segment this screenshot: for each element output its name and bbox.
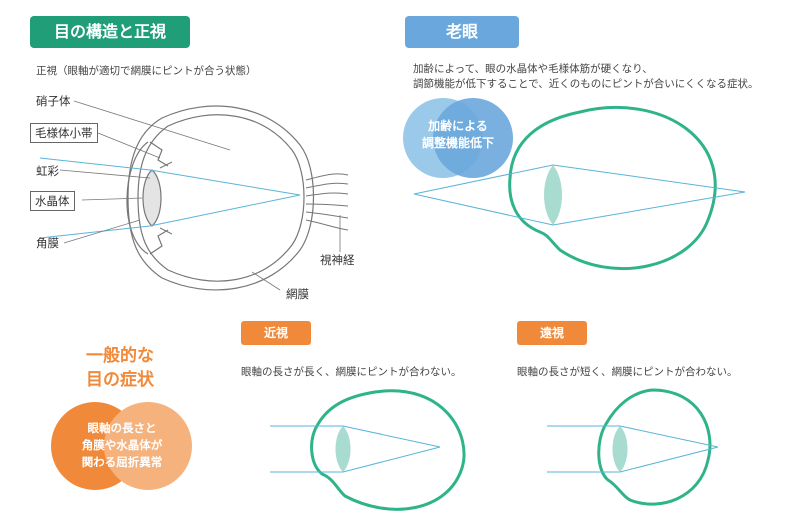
normal-vision-title: 目の構造と正視 — [30, 16, 190, 48]
myopia-title: 近視 — [241, 321, 311, 345]
presbyopia-eye-outline — [508, 106, 717, 271]
hyperopia-lens — [612, 426, 628, 472]
myopia-light-rays — [270, 425, 441, 473]
presbyopia-description-line1: 加齢によって、眼の水晶体や毛様体筋が硬くなり、 — [413, 63, 653, 75]
label-lens: 水晶体 — [30, 191, 75, 211]
myopia-eye-outline — [310, 389, 466, 511]
zonule-shape — [159, 161, 173, 235]
presbyopia-description-line2: 調節機能が低下することで、近くのものにピントが合いにくくなる症状。 — [413, 78, 759, 90]
presbyopia-bubble-line2: 調整機能低下 — [421, 136, 494, 150]
presbyopia-title: 老眼 — [405, 16, 519, 48]
label-ciliary-zonule: 毛様体小帯 — [30, 123, 98, 143]
common-bubble-right — [104, 402, 192, 490]
common-bubble-line3: 関わる屈折異常 — [81, 455, 163, 469]
label-retina: 網膜 — [286, 287, 309, 301]
common-bubble-line2: 角膜や水晶体が — [81, 438, 163, 452]
label-iris: 虹彩 — [36, 164, 59, 178]
hyperopia-title: 遠視 — [517, 321, 587, 345]
presbyopia-bubble-right — [433, 98, 513, 178]
hyperopia-light-rays — [547, 425, 719, 473]
common-heading-line1: 一般的な — [86, 346, 154, 366]
optic-nerve-shape — [305, 173, 349, 231]
hyperopia-eye-outline — [597, 388, 712, 506]
common-symptoms-heading: 一般的な 目の症状 — [60, 344, 180, 392]
label-optic-nerve: 視神経 — [320, 253, 355, 267]
presbyopia-light-rays — [413, 164, 746, 226]
presbyopia-bubble-line1: 加齢による — [428, 119, 488, 133]
normal-light-rays — [39, 157, 301, 239]
label-cornea: 角膜 — [36, 236, 59, 250]
normal-vision-description: 正視（眼軸が適切で網膜にピントが合う状態） — [36, 65, 257, 77]
myopia-description: 眼軸の長さが長く、網膜にピントが合わない。 — [241, 366, 462, 378]
label-vitreous: 硝子体 — [36, 94, 71, 108]
presbyopia-bubble-text: 加齢による 調整機能低下 — [403, 118, 513, 152]
myopia-lens — [335, 426, 351, 472]
anatomy-leader-lines — [59, 100, 341, 291]
presbyopia-lens — [544, 165, 562, 225]
common-heading-line2: 目の症状 — [86, 370, 154, 390]
iris-shape — [149, 141, 169, 255]
common-bubble-line1: 眼軸の長さと — [87, 421, 157, 435]
hyperopia-description: 眼軸の長さが短く、網膜にピントが合わない。 — [517, 366, 738, 378]
common-bubble-text: 眼軸の長さと 角膜や水晶体が 関わる屈折異常 — [60, 420, 184, 471]
